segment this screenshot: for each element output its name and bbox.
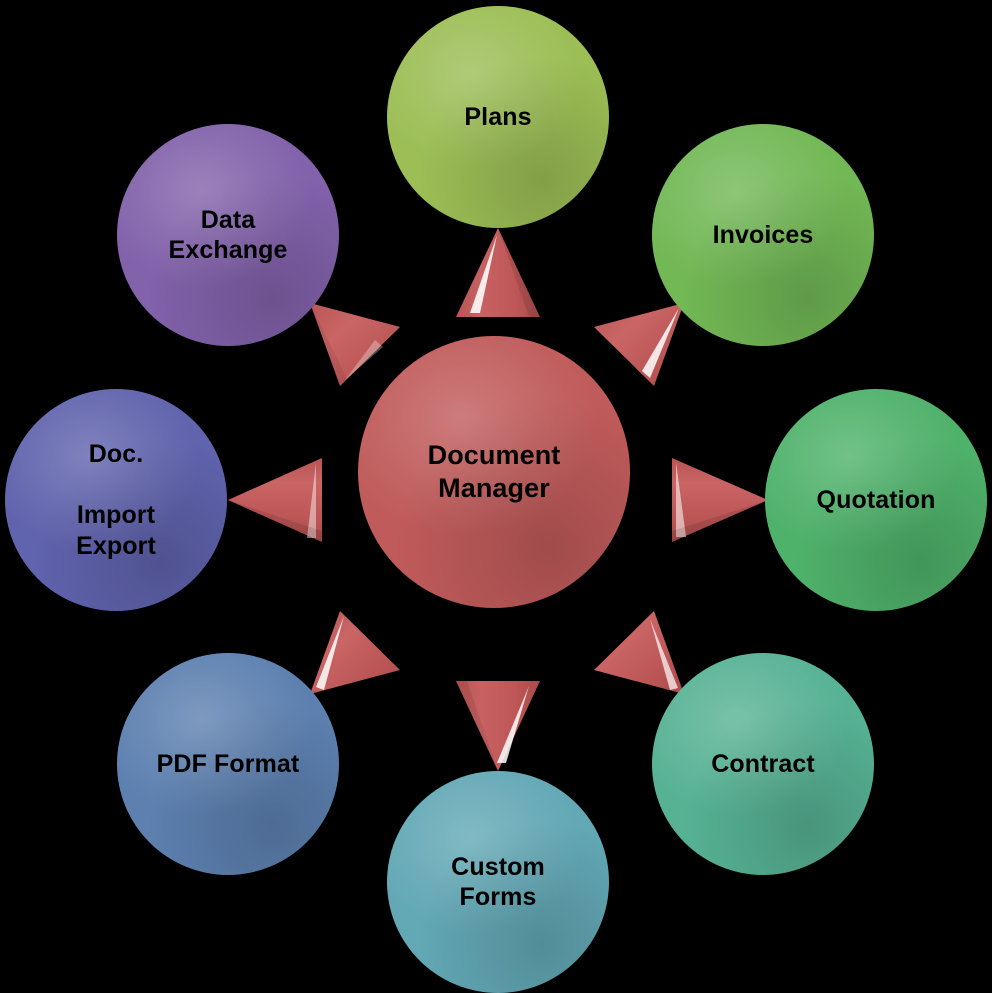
node-contract[interactable]: Contract	[652, 653, 874, 875]
node-label-contract: Contract	[711, 749, 815, 778]
node-plans[interactable]: Plans	[387, 6, 609, 228]
node-label-doc-import-export: Doc. Import Export	[76, 440, 156, 560]
node-label-quotation: Quotation	[816, 485, 936, 514]
arrow-to-contract	[594, 611, 684, 694]
node-label-data-exchange: Data Exchange	[168, 205, 288, 265]
node-custom-forms[interactable]: Custom Forms	[387, 771, 609, 993]
node-quotation[interactable]: Quotation	[765, 389, 987, 611]
node-data-exchange[interactable]: Data Exchange	[117, 124, 339, 346]
node-label-custom-forms: Custom Forms	[451, 852, 545, 912]
arrow-to-invoices	[594, 303, 684, 386]
arrow-to-data-exchange	[310, 303, 400, 386]
node-label-invoices: Invoices	[712, 220, 814, 249]
node-document-manager[interactable]: Document Manager	[358, 336, 630, 608]
node-label-plans: Plans	[464, 102, 532, 131]
arrow-to-plans	[456, 228, 540, 317]
node-label-pdf-format: PDF Format	[156, 749, 300, 778]
arrow-to-doc-import-export	[228, 458, 322, 542]
arrow-to-pdf-format	[310, 611, 400, 694]
node-doc-import-export[interactable]: Doc. Import Export	[5, 389, 227, 611]
node-pdf-format[interactable]: PDF Format	[117, 653, 339, 875]
node-label-document-manager: Document Manager	[427, 440, 561, 503]
arrow-to-quotation	[672, 458, 768, 542]
node-invoices[interactable]: Invoices	[652, 124, 874, 346]
arrow-to-custom-forms	[456, 681, 540, 771]
